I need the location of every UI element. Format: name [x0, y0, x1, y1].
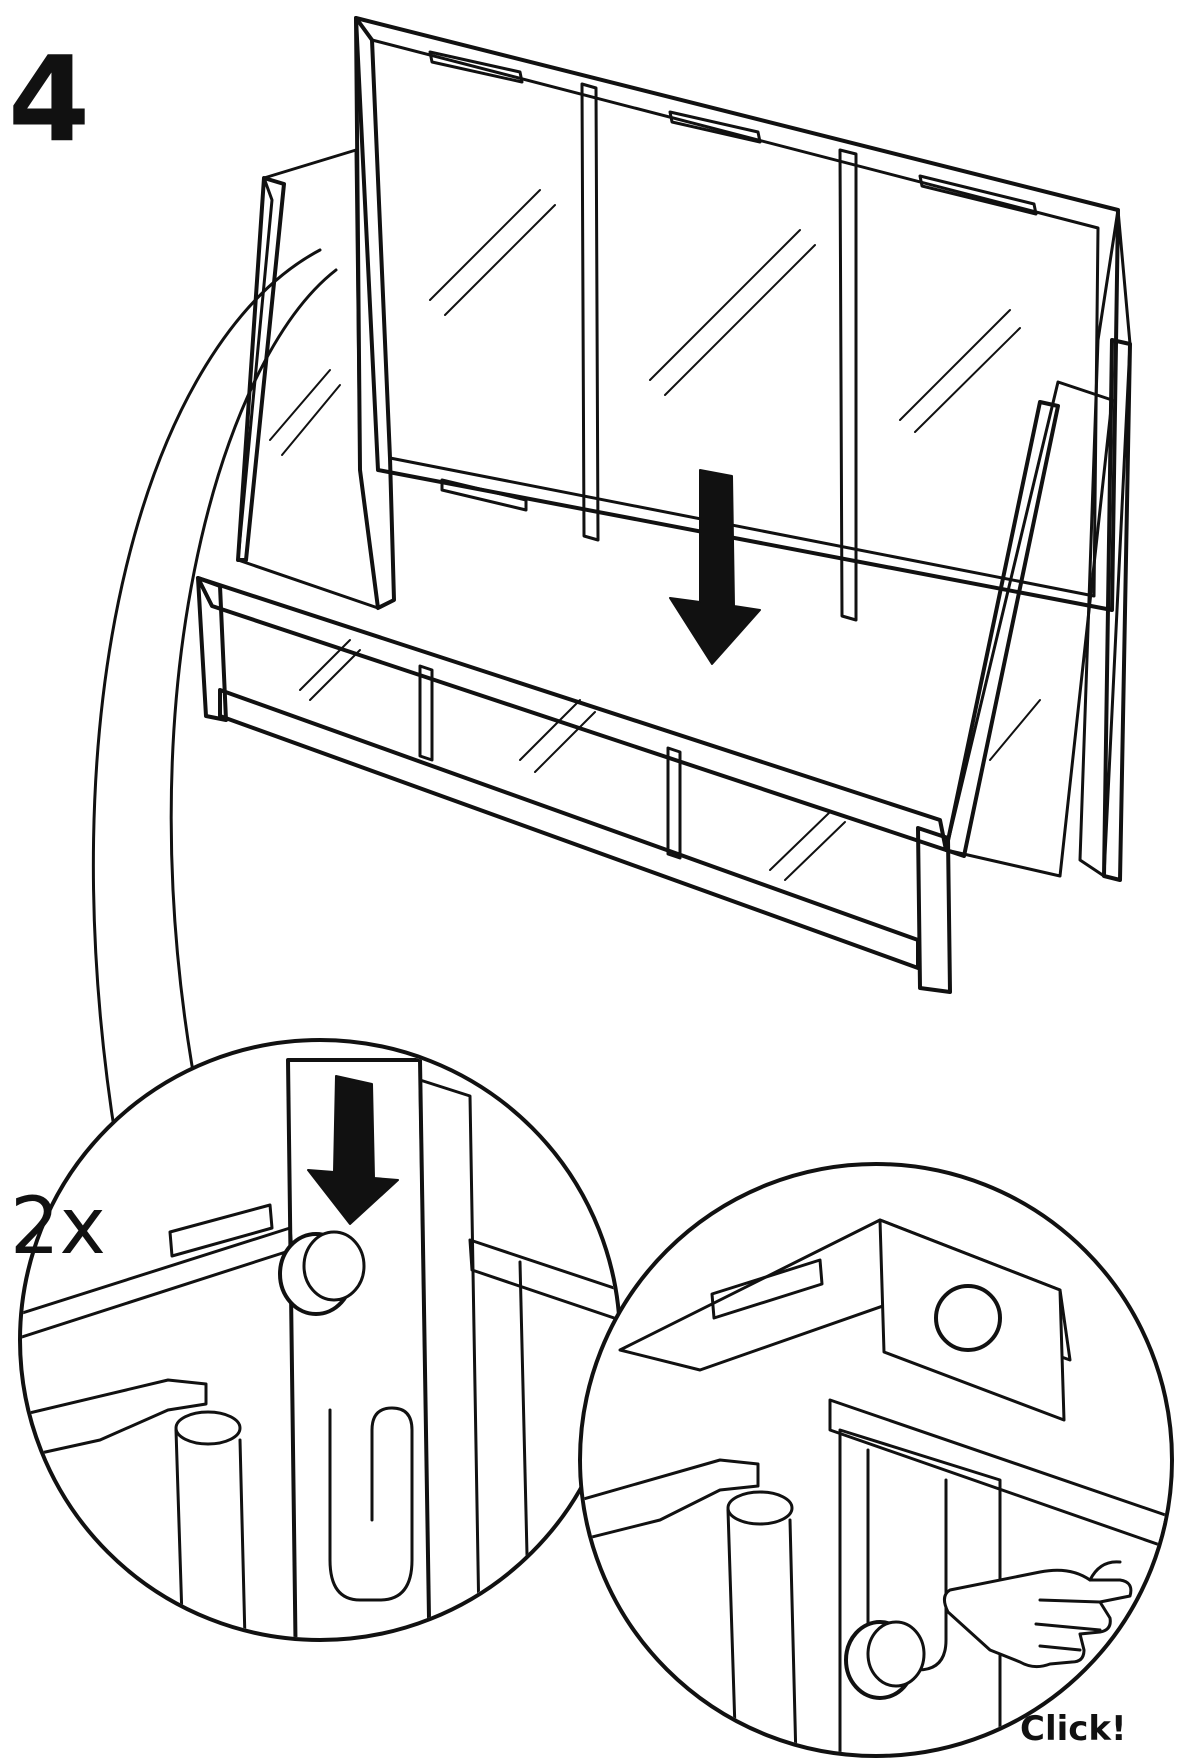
top-clip-1: [428, 50, 524, 84]
front-divider-1: [418, 664, 434, 762]
step-number: 4: [8, 30, 91, 168]
upper-left-side-panel: [236, 148, 380, 610]
top-clip-2: [668, 110, 762, 144]
bottom-clip-1: [440, 478, 528, 512]
upper-left-side-frame: [236, 176, 286, 562]
glass-reflections-left: [269, 369, 341, 456]
callout-leader-inner: [169, 268, 338, 1112]
back-panel-inner: [370, 38, 1100, 598]
glass-reflections-back: [429, 189, 1021, 433]
callout-leader-outer: [91, 248, 322, 1167]
detail-down-arrow-icon: [307, 1075, 399, 1225]
mullion-2: [838, 148, 858, 622]
mullion-1: [580, 82, 600, 542]
lower-right-side: [944, 380, 1114, 878]
down-arrow-icon: [669, 469, 761, 665]
front-rail: [196, 576, 948, 852]
front-divider-2: [666, 746, 682, 860]
right-front-leg: [916, 826, 952, 994]
glass-reflections-front: [299, 639, 1041, 881]
detail-circle-before: [18, 1038, 622, 1642]
upper-cabinet: [236, 16, 1132, 882]
click-label: Click!: [1020, 1709, 1127, 1749]
top-clip-3: [918, 174, 1038, 216]
upper-right-post: [1102, 338, 1132, 882]
lower-right-frame: [944, 400, 1060, 858]
left-front-leg: [196, 576, 228, 722]
quantity-label: 2x: [10, 1182, 106, 1272]
upper-right-side: [1078, 208, 1132, 878]
detail-circle-after: [578, 1162, 1174, 1758]
lower-base: [196, 380, 1114, 994]
back-panel-frame: [354, 16, 1120, 612]
pointing-hand-icon: [943, 1560, 1133, 1669]
